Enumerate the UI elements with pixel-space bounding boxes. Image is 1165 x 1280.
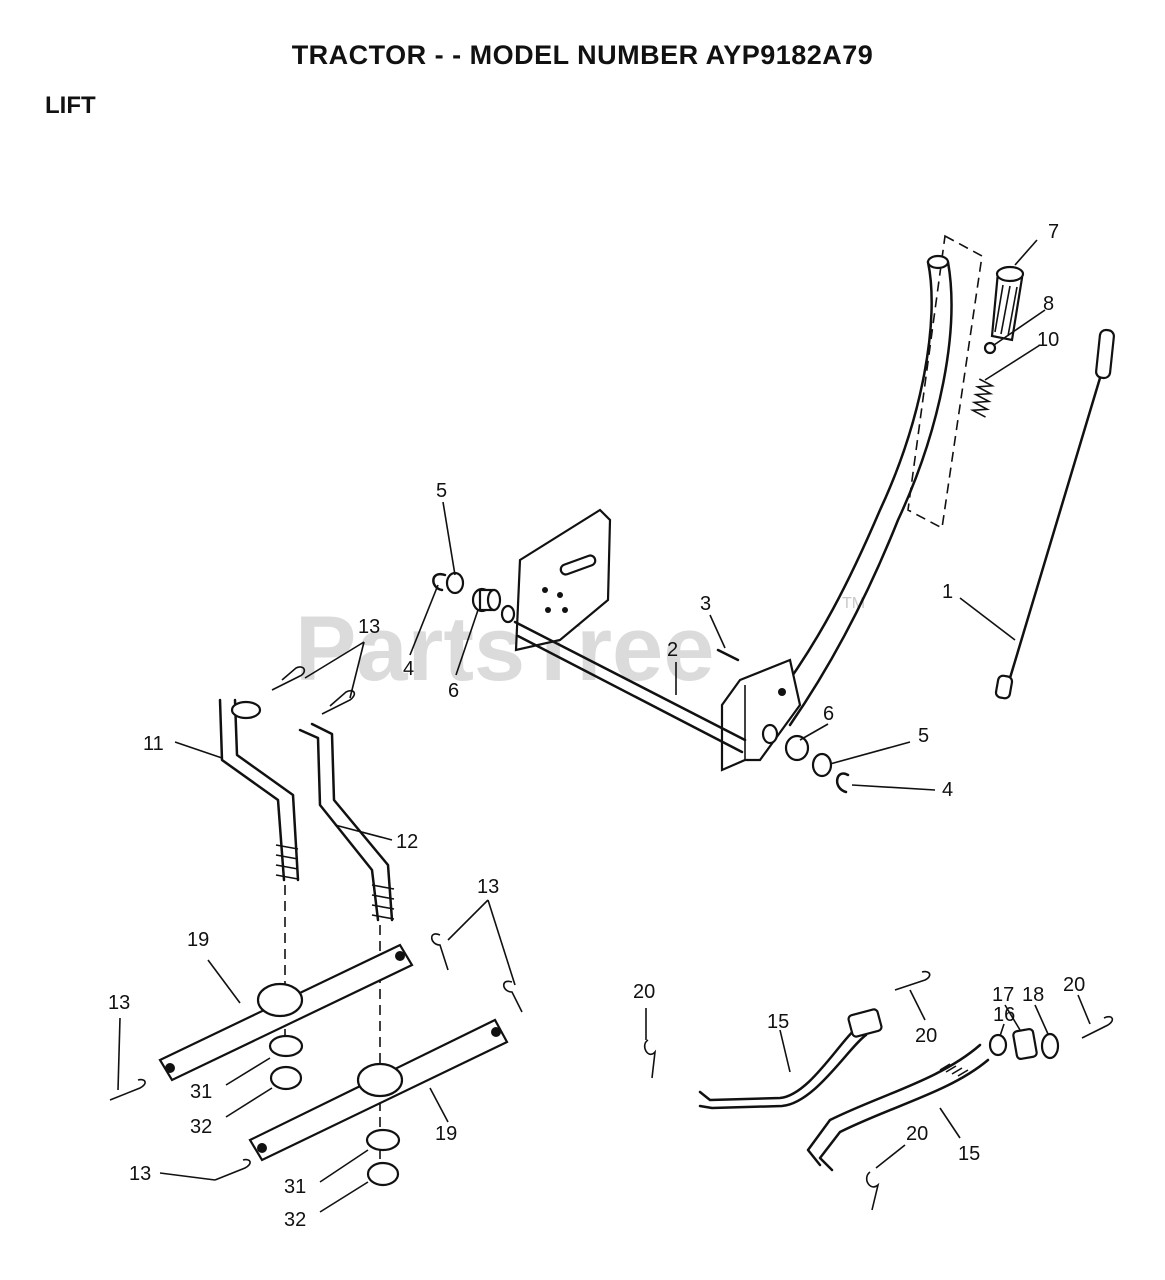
part-lift-rod xyxy=(994,328,1115,700)
callout-11: 11 xyxy=(143,733,164,755)
part-hairpin-clip xyxy=(865,1171,880,1211)
part-lift-arm-lower xyxy=(248,1018,509,1162)
callout-7: 7 xyxy=(1048,221,1059,243)
callout-5: 5 xyxy=(436,480,447,502)
part-adjustment-rod-lower xyxy=(806,1043,990,1172)
callout-13: 13 xyxy=(477,876,499,898)
callout-15: 15 xyxy=(767,1011,789,1033)
callout-17: 17 xyxy=(992,984,1014,1006)
callout-8: 8 xyxy=(1043,293,1054,315)
part-lift-arm-upper xyxy=(158,943,414,1082)
section-title: LIFT xyxy=(45,92,96,119)
page-title: TRACTOR - - MODEL NUMBER AYP9182A79 xyxy=(291,40,874,70)
part-adjustment-rod-upper xyxy=(698,1008,883,1110)
callout-18: 18 xyxy=(1022,984,1044,1006)
callout-1: 1 xyxy=(942,581,953,603)
part-ball xyxy=(983,341,997,355)
callout-13: 13 xyxy=(108,992,130,1014)
callout-5: 5 xyxy=(918,725,929,747)
part-bushing xyxy=(268,1034,304,1058)
part-hairpin-clip xyxy=(1081,1015,1114,1039)
part-hairpin-clip xyxy=(502,980,523,1013)
callout-32: 32 xyxy=(284,1209,306,1231)
part-hairpin-clip xyxy=(214,1158,251,1181)
callout-10: 10 xyxy=(1037,329,1059,351)
callout-31: 31 xyxy=(190,1081,212,1103)
part-retainer-clip-left xyxy=(432,572,447,592)
callout-20: 20 xyxy=(906,1123,928,1145)
part-hairpin-clip xyxy=(271,666,356,715)
callout-2: 2 xyxy=(667,639,678,661)
part-bushing-right xyxy=(761,723,810,762)
part-washer-right xyxy=(811,752,833,778)
callout-32: 32 xyxy=(190,1116,212,1138)
part-hairpin-clip xyxy=(109,1078,146,1101)
part-hairpin-clip xyxy=(430,933,449,971)
callout-3: 3 xyxy=(700,593,711,615)
callout-13: 13 xyxy=(129,1163,151,1185)
callout-19: 19 xyxy=(187,929,209,951)
part-hairpin-clip xyxy=(894,970,931,991)
callout-13: 13 xyxy=(358,616,380,638)
part-washer-left xyxy=(445,571,465,595)
part-lift-lever xyxy=(720,254,953,772)
part-mounting-bracket xyxy=(514,508,612,652)
callout-20: 20 xyxy=(1063,974,1085,996)
leader-lines xyxy=(117,239,1091,1213)
callout-12: 12 xyxy=(396,831,418,853)
callout-20: 20 xyxy=(633,981,655,1003)
part-nut xyxy=(366,1161,400,1187)
callout-4: 4 xyxy=(403,658,414,680)
part-lock-nut xyxy=(988,1033,1008,1057)
part-spring xyxy=(969,378,996,418)
callout-4: 4 xyxy=(942,779,953,801)
part-trunnion xyxy=(1012,1028,1038,1060)
part-nut xyxy=(269,1065,303,1091)
part-bushing xyxy=(365,1128,401,1152)
part-lift-link-left xyxy=(218,698,300,882)
callout-6: 6 xyxy=(448,680,459,702)
part-grip xyxy=(990,265,1025,342)
part-lift-link-right xyxy=(298,722,395,922)
part-cross-shaft xyxy=(500,604,747,754)
callout-15: 15 xyxy=(958,1143,980,1165)
callout-6: 6 xyxy=(823,703,834,725)
callout-31: 31 xyxy=(284,1176,306,1198)
part-bushing-left xyxy=(471,587,502,613)
handle-outline xyxy=(907,234,983,530)
part-retainer-clip-right xyxy=(836,772,850,794)
part-spacer xyxy=(1040,1032,1060,1060)
callout-20: 20 xyxy=(915,1025,937,1047)
callout-16: 16 xyxy=(993,1004,1015,1026)
callout-19: 19 xyxy=(435,1123,457,1145)
part-pin xyxy=(716,648,740,662)
part-hairpin-clip xyxy=(643,1039,657,1079)
